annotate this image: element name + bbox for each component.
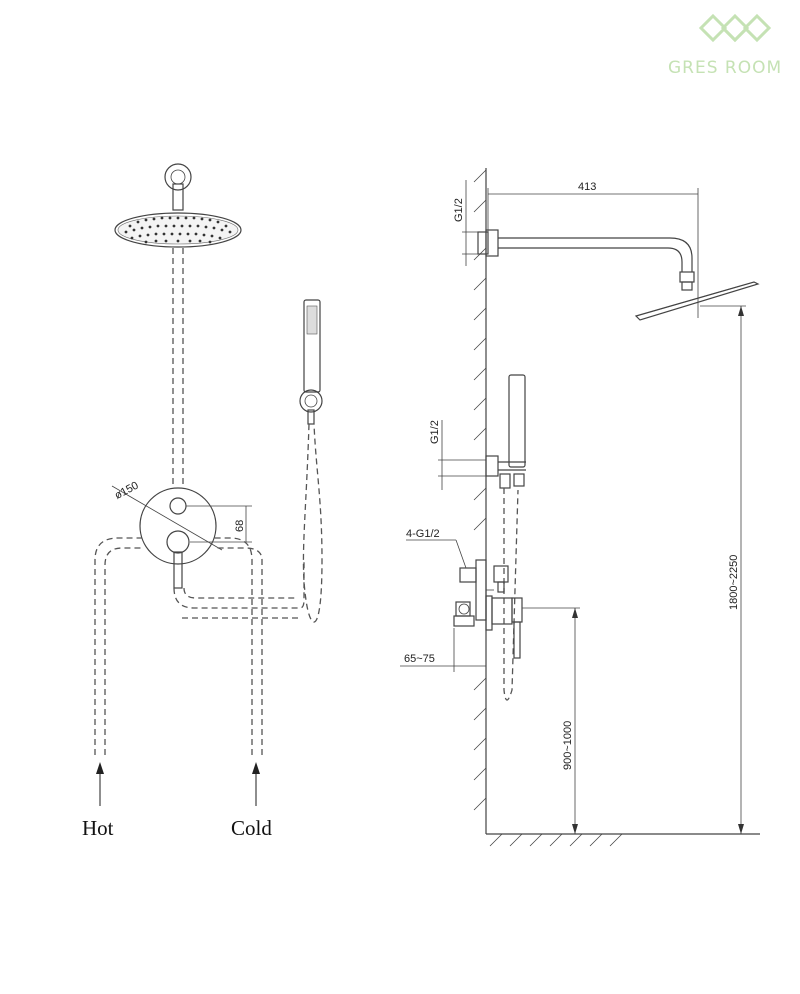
shower-arm-side: [477, 229, 760, 321]
head-height-label: 1800~2250: [728, 555, 740, 610]
cold-label: Cold: [231, 816, 272, 840]
valve-height-label: 900~1000: [562, 721, 574, 770]
wall: [473, 168, 760, 847]
valve-thread-label: 4-G1/2: [406, 528, 440, 540]
mixer-valve-side: [453, 559, 523, 659]
wall-depth-label: 65~75: [404, 653, 435, 665]
brand-name: GRES ROOM: [668, 58, 783, 78]
arm-thread-label: G1/2: [453, 198, 465, 222]
outlet-spacing-label: 68: [234, 520, 246, 532]
supply-pipes: [94, 537, 305, 755]
hand-shower-side: [485, 374, 526, 701]
arm-length-label: 413: [578, 181, 596, 193]
hand-shower-front: [299, 299, 323, 425]
hot-arrow-icon: [96, 762, 104, 806]
hot-label: Hot: [82, 816, 114, 840]
shower-head-front: [114, 163, 242, 248]
brand-logo-icon: [698, 13, 772, 43]
hand-shower-thread-label: G1/2: [429, 420, 441, 444]
cold-arrow-icon: [252, 762, 260, 806]
